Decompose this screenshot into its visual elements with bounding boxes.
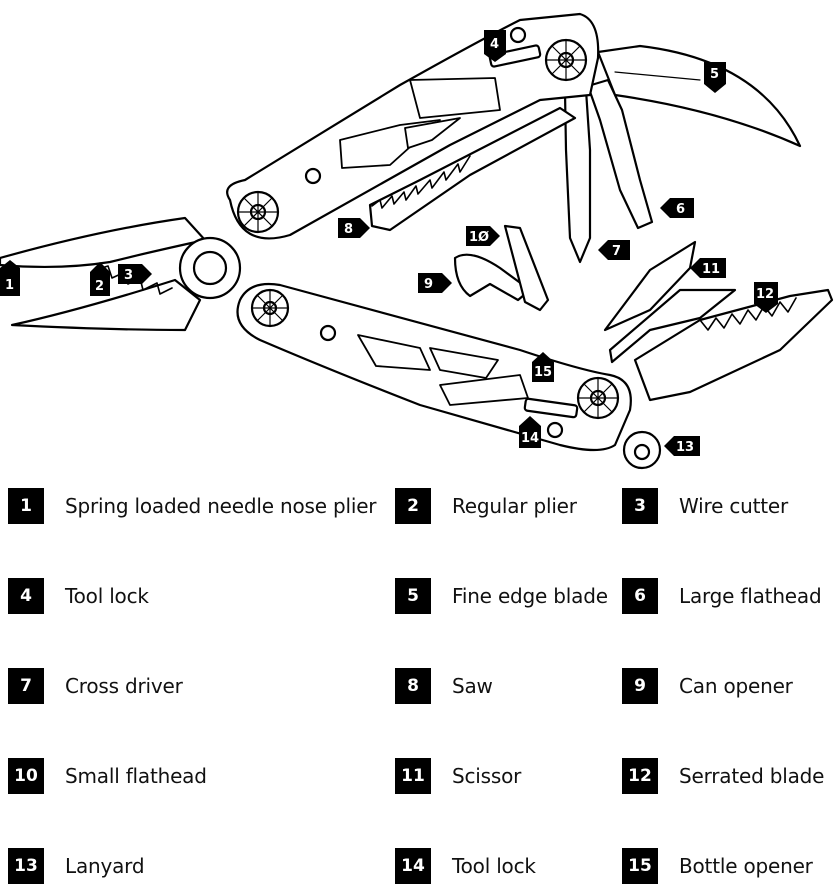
legend-label: Bottle opener: [679, 854, 813, 878]
callout-tag-1: [0, 260, 20, 296]
can-opener: [453, 253, 532, 302]
svg-text:2: 2: [95, 279, 104, 294]
small-flathead: [503, 224, 550, 312]
legend-number-badge: 13: [8, 848, 44, 884]
callout-tag-11: [690, 258, 726, 278]
legend-number-badge: 15: [622, 848, 658, 884]
legend-item-15: 15 Bottle opener: [622, 846, 813, 886]
svg-text:6: 6: [676, 202, 685, 217]
legend-label: Lanyard: [65, 854, 145, 878]
legend-label: Cross driver: [65, 674, 183, 698]
legend-number-badge: 10: [8, 758, 44, 794]
svg-text:11: 11: [702, 262, 720, 277]
large-flathead: [586, 78, 654, 230]
multitool-diagram: 1 2 3 4 5 6 7 8 9 1Ø 11 12 13: [0, 12, 834, 470]
legend-item-6: 6 Large flathead: [622, 576, 822, 616]
legend-item-8: 8 Saw: [395, 666, 493, 706]
svg-text:13: 13: [676, 440, 694, 455]
legend-item-9: 9 Can opener: [622, 666, 793, 706]
legend-number-badge: 12: [622, 758, 658, 794]
legend-number-badge: 9: [622, 668, 658, 704]
legend-number-badge: 3: [622, 488, 658, 524]
legend-label: Scissor: [452, 764, 522, 788]
svg-text:4: 4: [490, 37, 499, 52]
callout-tag-13: [664, 436, 700, 456]
legend-number-badge: 7: [8, 668, 44, 704]
legend-item-4: 4 Tool lock: [8, 576, 149, 616]
callout-tag-14: [519, 416, 541, 448]
callout-tag-8: [338, 218, 370, 238]
legend-number-badge: 1: [8, 488, 44, 524]
legend-label: Regular plier: [452, 494, 577, 518]
svg-text:7: 7: [612, 244, 621, 259]
legend-item-14: 14 Tool lock: [395, 846, 536, 886]
saw-blade: [368, 106, 577, 232]
svg-text:8: 8: [344, 222, 353, 237]
legend-item-7: 7 Cross driver: [8, 666, 183, 706]
legend-label: Wire cutter: [679, 494, 789, 518]
legend-number-badge: 6: [622, 578, 658, 614]
legend-item-5: 5 Fine edge blade: [395, 576, 608, 616]
serrated-blade: [633, 288, 834, 402]
legend-item-13: 13 Lanyard: [8, 846, 145, 886]
legend-number-badge: 5: [395, 578, 431, 614]
plier-jaw-bottom: [10, 278, 202, 332]
callout-tag-4: [484, 30, 506, 62]
callout-tag-12: [754, 282, 778, 313]
callout-tag-9: [418, 273, 452, 293]
callout-tag-7: [598, 240, 630, 260]
svg-text:9: 9: [424, 277, 433, 292]
callout-tag-10: [466, 226, 500, 246]
svg-text:14: 14: [521, 431, 539, 446]
legend-item-10: 10 Small flathead: [8, 756, 207, 796]
callout-tag-15: [532, 352, 554, 382]
legend-label: Saw: [452, 674, 493, 698]
legend-number-badge: 8: [395, 668, 431, 704]
legend-label: Large flathead: [679, 584, 822, 608]
legend-item-3: 3 Wire cutter: [622, 486, 788, 526]
legend-label: Fine edge blade: [452, 584, 608, 608]
legend-number-badge: 14: [395, 848, 431, 884]
legend-label: Small flathead: [65, 764, 207, 788]
svg-text:1Ø: 1Ø: [469, 230, 489, 245]
svg-text:3: 3: [124, 268, 133, 283]
legend-label: Can opener: [679, 674, 793, 698]
callout-tag-3: [118, 264, 152, 284]
plier-jaw-top: [0, 216, 207, 269]
callout-tag-6: [660, 198, 694, 218]
legend-label: Tool lock: [65, 584, 149, 608]
callout-tag-5: [704, 62, 726, 93]
svg-text:5: 5: [710, 67, 719, 82]
legend-number-badge: 11: [395, 758, 431, 794]
callout-tag-2: [90, 262, 110, 296]
parts-legend: 1 Spring loaded needle nose plier 2 Regular…: [0, 480, 834, 890]
svg-text:12: 12: [756, 287, 774, 302]
legend-item-2: 2 Regular plier: [395, 486, 577, 526]
legend-item-12: 12 Serrated blade: [622, 756, 824, 796]
legend-number-badge: 2: [395, 488, 431, 524]
svg-text:15: 15: [534, 365, 552, 380]
cross-driver: [563, 88, 592, 264]
bottom-handle: [236, 282, 632, 452]
legend-label: Serrated blade: [679, 764, 825, 788]
legend-label: Spring loaded needle nose plier: [65, 494, 377, 518]
legend-number-badge: 4: [8, 578, 44, 614]
fine-edge-blade: [596, 44, 802, 148]
scissor: [608, 288, 737, 364]
legend-label: Tool lock: [452, 854, 536, 878]
legend-item-11: 11 Scissor: [395, 756, 521, 796]
legend-item-1: 1 Spring loaded needle nose plier: [8, 486, 377, 526]
svg-text:1: 1: [5, 278, 14, 293]
